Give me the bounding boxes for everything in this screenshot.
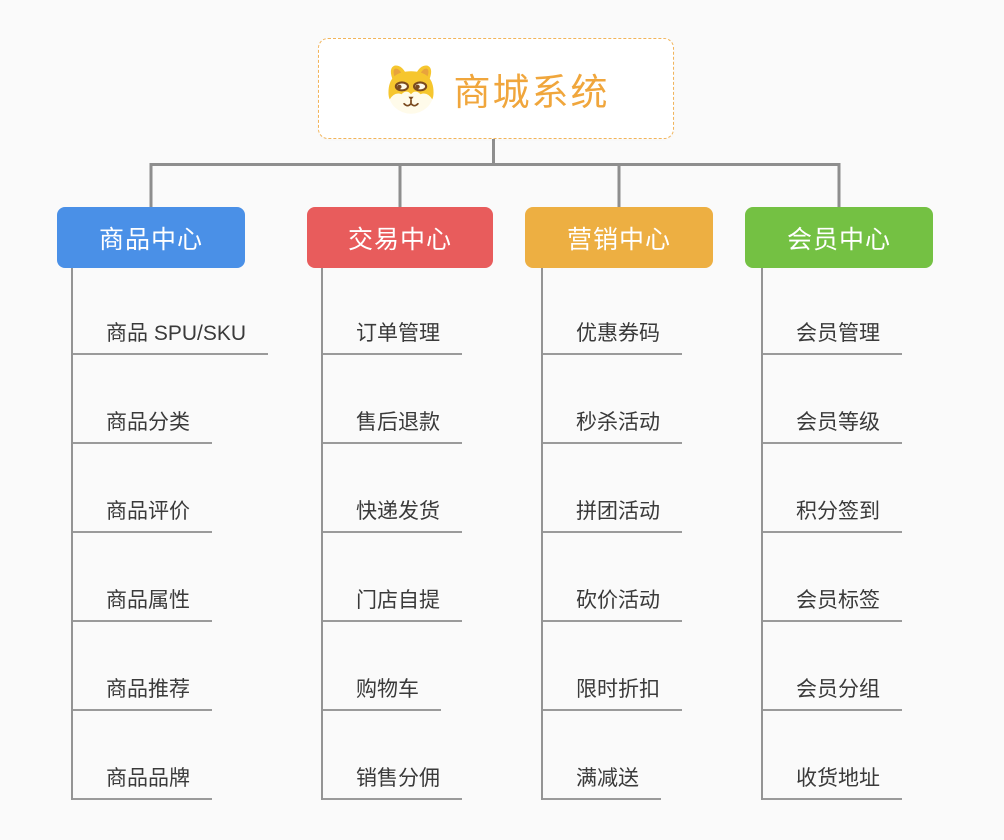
leaf-topic[interactable]: 商品属性: [73, 586, 212, 622]
leaf-topic[interactable]: 商品 SPU/SKU: [73, 319, 269, 355]
leaf-topic[interactable]: 限时折扣: [543, 675, 682, 711]
leaf-topic[interactable]: 会员分组: [763, 675, 902, 711]
root-title: 商城系统: [453, 71, 610, 113]
dog-face-icon: [383, 63, 439, 115]
root-node[interactable]: 商城系统: [318, 38, 674, 139]
leaf-topic[interactable]: 售后退款: [323, 408, 462, 444]
leaf-topic[interactable]: 商品评价: [73, 497, 212, 533]
branch-children-trade-center: 订单管理 售后退款 快递发货 门店自提 购物车 销售分佣: [321, 268, 561, 800]
leaf-topic[interactable]: 收货地址: [763, 764, 902, 800]
leaf-topic[interactable]: 会员等级: [763, 408, 902, 444]
leaf-topic[interactable]: 商品分类: [73, 408, 212, 444]
branch-node-marketing-center[interactable]: 营销中心: [525, 207, 713, 268]
leaf-topic[interactable]: 积分签到: [763, 497, 902, 533]
leaf-topic[interactable]: 满减送: [543, 764, 661, 800]
leaf-topic[interactable]: 秒杀活动: [543, 408, 682, 444]
leaf-topic[interactable]: 拼团活动: [543, 497, 682, 533]
branch-node-member-center[interactable]: 会员中心: [745, 207, 933, 268]
bus-connector-line: [149, 163, 841, 207]
branch-children-marketing-center: 优惠券码 秒杀活动 拼团活动 砍价活动 限时折扣 满减送: [541, 268, 781, 800]
leaf-topic[interactable]: 快递发货: [323, 497, 462, 533]
leaf-topic[interactable]: 商品品牌: [73, 764, 212, 800]
branch-children-product-center: 商品 SPU/SKU 商品分类 商品评价 商品属性 商品推荐 商品品牌: [71, 268, 311, 800]
leaf-topic[interactable]: 商品推荐: [73, 675, 212, 711]
leaf-topic[interactable]: 会员标签: [763, 586, 902, 622]
leaf-topic[interactable]: 订单管理: [323, 319, 462, 355]
branch-node-trade-center[interactable]: 交易中心: [307, 207, 493, 268]
branch-node-product-center[interactable]: 商品中心: [57, 207, 245, 268]
leaf-topic[interactable]: 砍价活动: [543, 586, 682, 622]
branch-children-member-center: 会员管理 会员等级 积分签到 会员标签 会员分组 收货地址: [761, 268, 1001, 800]
leaf-topic[interactable]: 门店自提: [323, 586, 462, 622]
leaf-topic[interactable]: 销售分佣: [323, 764, 462, 800]
leaf-topic[interactable]: 优惠券码: [543, 319, 682, 355]
leaf-topic[interactable]: 会员管理: [763, 319, 902, 355]
leaf-topic[interactable]: 购物车: [323, 675, 441, 711]
